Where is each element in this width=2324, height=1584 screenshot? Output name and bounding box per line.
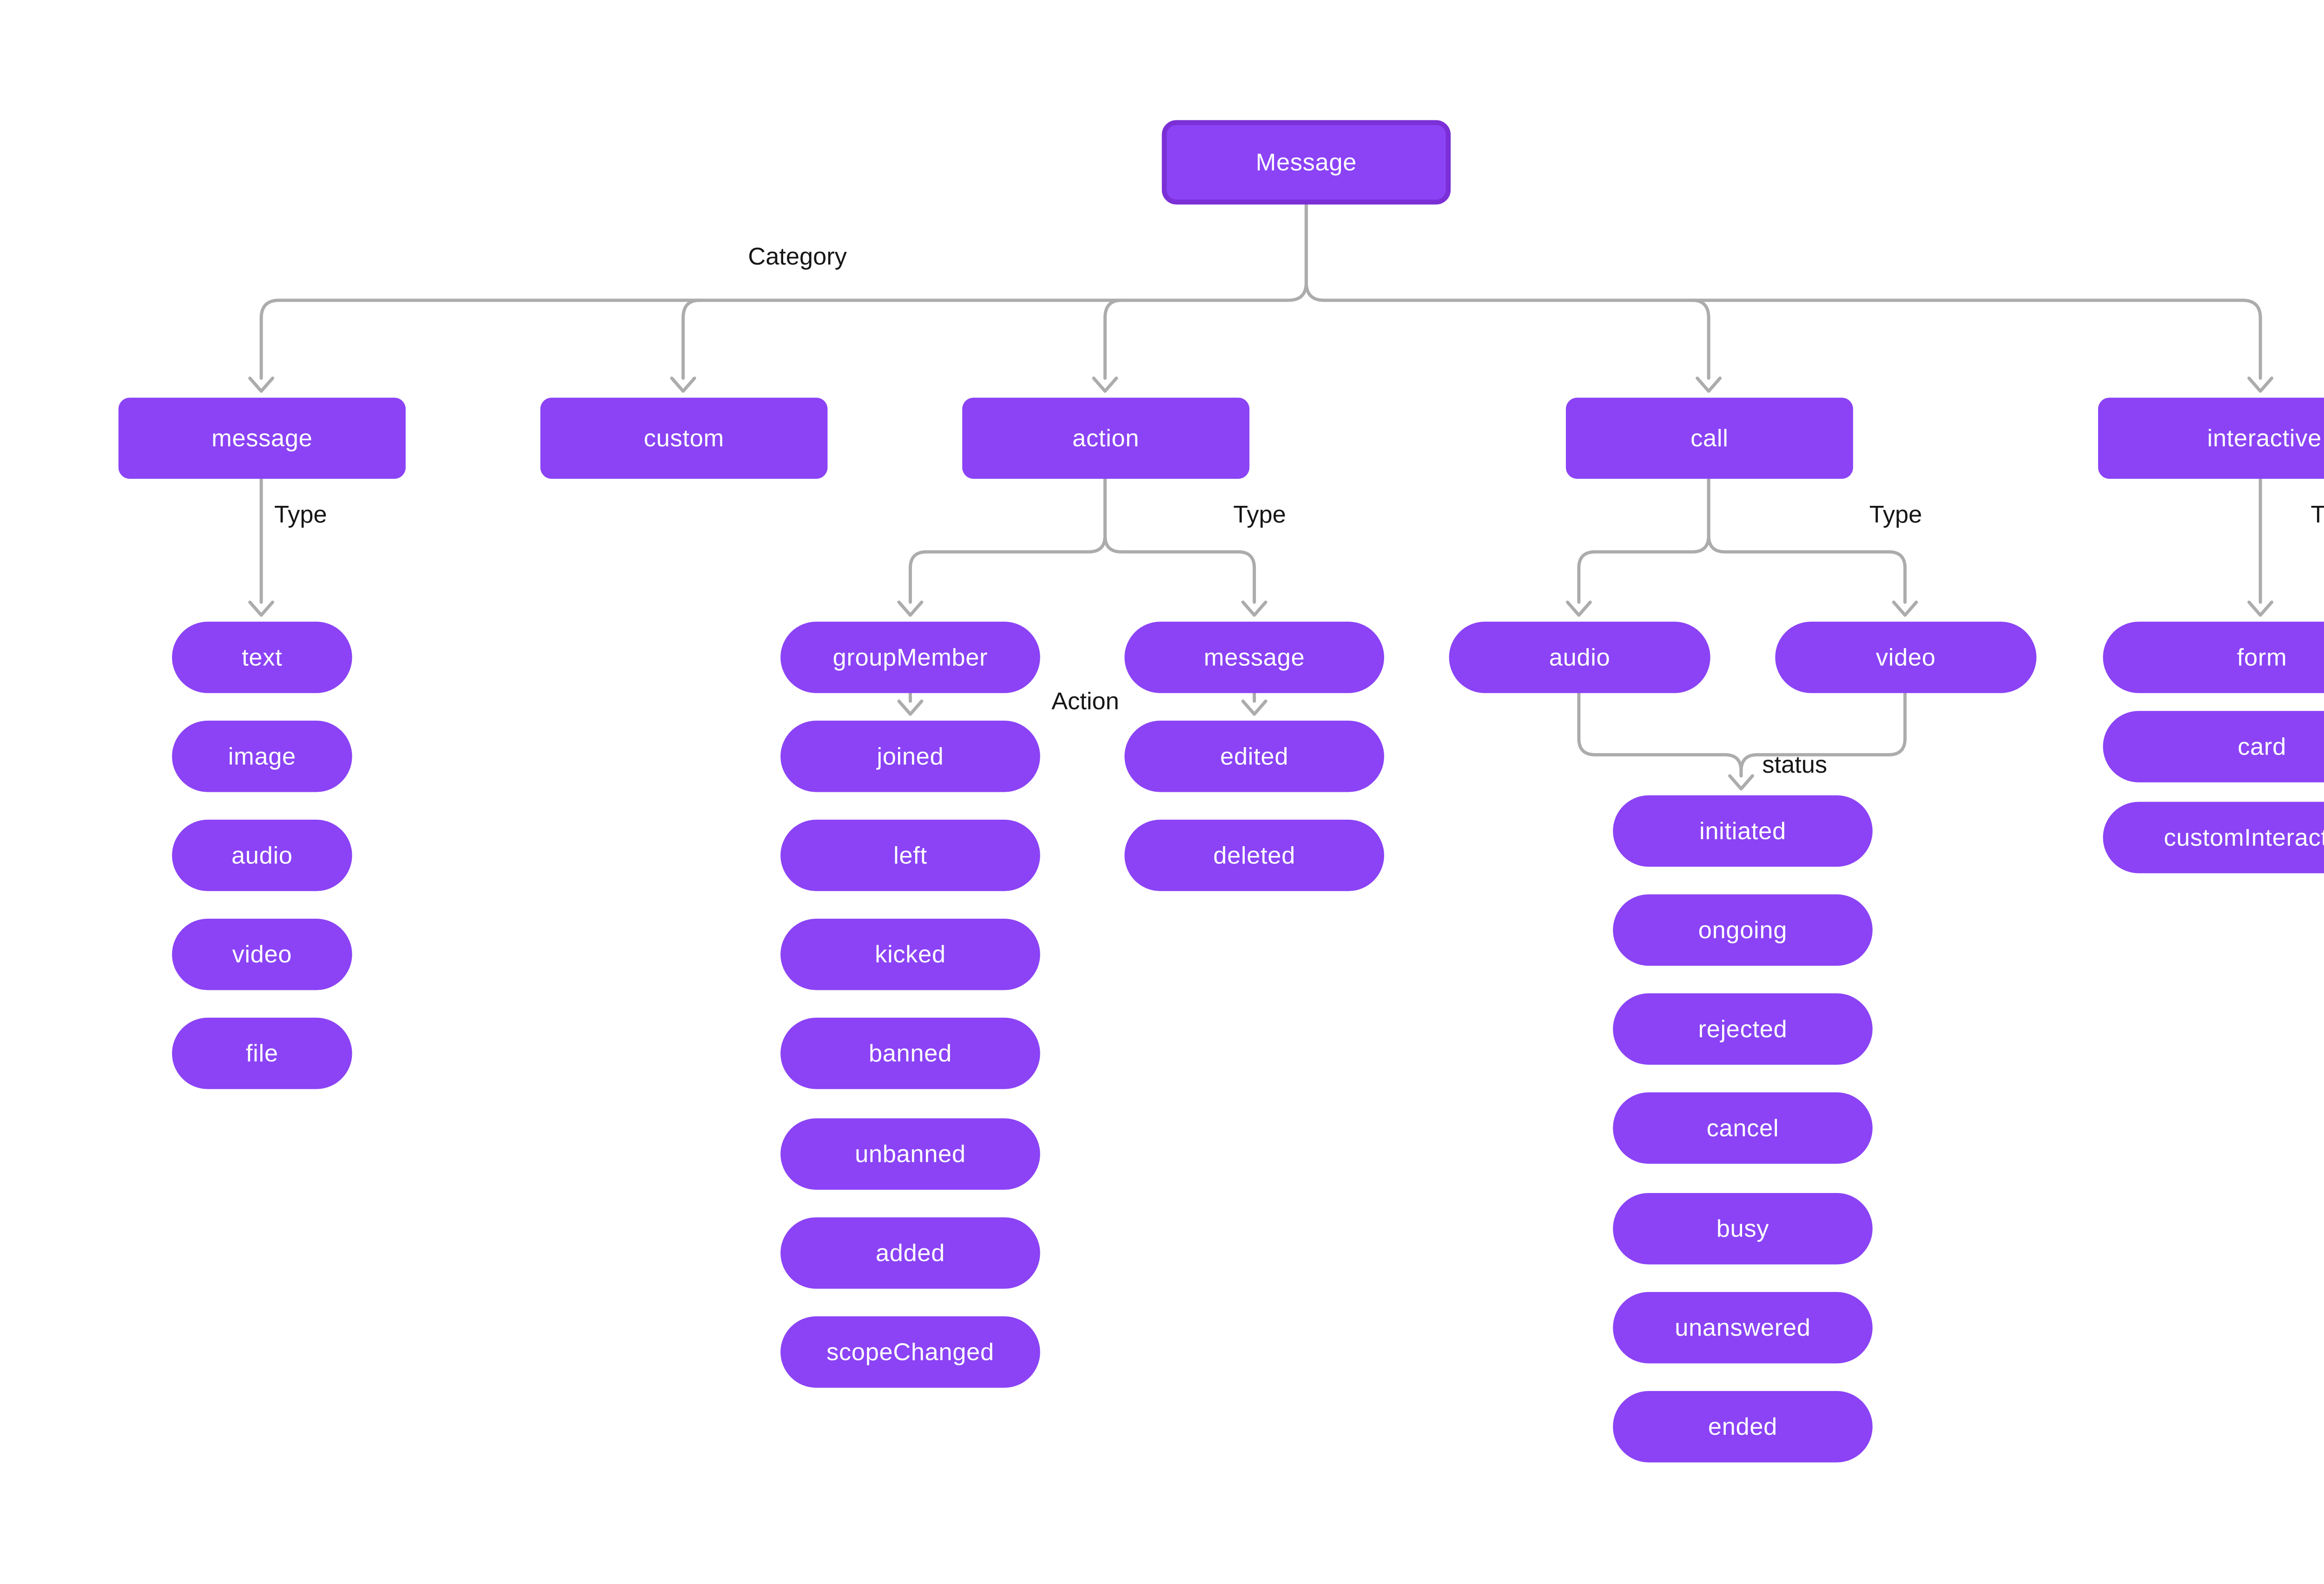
node-unbanned: unbanned [780,1118,1040,1190]
edge-call-audio [1565,477,1710,617]
node-message-type: message [1124,622,1384,693]
edge-audio-initiated [1577,691,1743,778]
node-initiated: initiated [1613,795,1873,867]
arrowhead-icon [2247,376,2274,393]
edge-action-message [1103,477,1268,617]
edge-label-category: Category [748,243,847,272]
edge-label-type-call: Type [1869,501,1922,530]
edge-label-type-action: Type [1233,501,1286,530]
arrowhead-icon [1092,376,1118,393]
arrowhead-icon [1241,600,1268,617]
node-video-call: video [1775,622,2037,693]
node-action: action [962,398,1250,479]
node-left: left [780,820,1040,891]
edge-call-video [1707,477,1918,617]
edge-action-groupMember [897,477,1107,617]
edge-label-action-action: Action [1051,688,1119,716]
node-busy: busy [1613,1193,1873,1265]
edge-label-status-call: status [1762,751,1828,779]
edge-message-text [248,477,274,617]
node-added: added [780,1217,1040,1289]
arrowhead-icon [897,600,924,617]
edge-label-type-message: Type [274,501,327,530]
node-card: card [2103,711,2324,782]
node-ongoing: ongoing [1613,894,1873,966]
arrowhead-icon [248,600,274,617]
node-interactive: interactive [2098,398,2324,479]
edge-root-custom [670,298,701,393]
arrowhead-icon [1728,774,1754,791]
node-video: video [172,918,352,990]
arrowhead-icon [670,376,696,393]
node-call: call [1565,398,1853,479]
arrowhead-icon [1565,600,1592,617]
node-groupMember: groupMember [780,622,1040,693]
node-unanswered: unanswered [1613,1292,1873,1364]
node-cancel: cancel [1613,1092,1873,1164]
edge-groupMember-joined [897,691,924,716]
arrowhead-icon [1892,600,1918,617]
node-ended: ended [1613,1391,1873,1463]
node-scopeChanged: scopeChanged [780,1316,1040,1388]
node-image: image [172,721,352,792]
edge-messageType-edited [1241,691,1268,716]
node-joined: joined [780,721,1040,792]
node-custom: custom [540,398,828,479]
node-kicked: kicked [780,918,1040,990]
edge-root-call [1690,298,1722,393]
arrowhead-icon [897,699,924,716]
node-audio: audio [172,820,352,891]
node-form: form [2103,622,2324,693]
node-audio-call: audio [1449,622,1710,693]
edge-label-type-interactive: Type [2311,501,2324,530]
node-root: Message [1162,120,1451,205]
edge-root-message [248,203,1308,393]
node-message: message [118,398,406,479]
arrowhead-icon [248,376,274,393]
arrowhead-icon [1696,376,1722,393]
node-customInteractive: customInteractive [2103,802,2324,874]
node-edited: edited [1124,721,1384,792]
edge-interactive-form [2247,477,2274,617]
node-banned: banned [780,1017,1040,1089]
node-file: file [172,1017,352,1089]
node-text: text [172,622,352,693]
arrowhead-icon [2247,600,2274,617]
edge-video-initiated [1728,691,1907,791]
arrowhead-icon [1241,699,1268,716]
node-deleted: deleted [1124,820,1384,891]
edge-root-action [1092,298,1123,393]
edge-root-interactive [1304,203,2274,393]
node-rejected: rejected [1613,993,1873,1065]
